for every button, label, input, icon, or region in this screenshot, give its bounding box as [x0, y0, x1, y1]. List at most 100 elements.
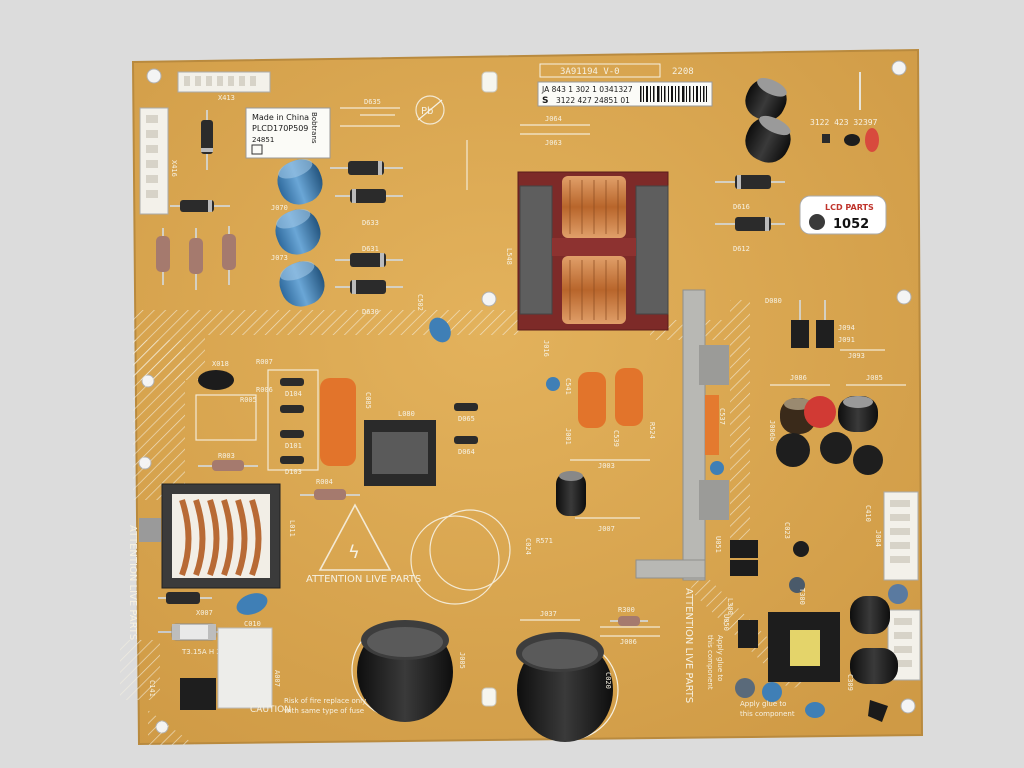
svg-text:D101: D101	[285, 442, 302, 450]
svg-text:L011: L011	[288, 520, 296, 537]
svg-text:R006: R006	[256, 386, 273, 394]
s-code-label: 3122 427 24851 01	[556, 96, 630, 105]
model-label: PLCD170P509	[252, 124, 308, 133]
transistor-t409	[789, 577, 805, 593]
optocouplers	[730, 540, 758, 576]
white-standoff-bottom	[481, 687, 497, 707]
svg-text:L548: L548	[505, 248, 513, 265]
svg-text:D630: D630	[362, 308, 379, 316]
svg-text:J006b: J006b	[768, 420, 776, 441]
svg-text:J073: J073	[271, 254, 288, 262]
resistors-center	[198, 460, 648, 626]
svg-text:U050: U050	[722, 614, 730, 631]
top-code-label: 3A91194 V-0	[560, 67, 620, 77]
svg-text:A007: A007	[273, 670, 281, 687]
top-code2-label: 2208	[672, 67, 694, 77]
orange-film-capacitors	[320, 368, 643, 466]
main-inductor-l548	[517, 171, 669, 331]
glue-note-3: Apply glue to	[740, 700, 786, 708]
glue-note-2: this component	[706, 635, 714, 690]
svg-text:C539: C539	[612, 430, 620, 447]
ja-code-label: JA 843 1 302 1 0341327	[541, 85, 633, 94]
svg-text:J093: J093	[848, 352, 865, 360]
svg-text:J007: J007	[598, 525, 615, 533]
svg-text:C141: C141	[148, 680, 156, 697]
made-in-label: Made in China	[252, 113, 309, 122]
number-label: 24851	[252, 136, 274, 144]
brand-label: Bobtrans	[310, 112, 318, 144]
connector-right-upper	[883, 491, 919, 581]
small-diodes-center	[280, 378, 478, 464]
svg-text:C085: C085	[364, 392, 372, 409]
x-capacitor-box	[217, 627, 273, 709]
fuse-note-1: Risk of fire replace only	[284, 697, 366, 705]
glue-note-4: this component	[740, 710, 795, 718]
ceramic-capacitor-c502	[429, 317, 451, 343]
standby-transformer	[768, 612, 840, 682]
reference-designators: X413 X416 D635 D633 D631 D630 J070 J073 …	[148, 94, 883, 697]
svg-text:D631: D631	[362, 245, 379, 253]
svg-text:R524: R524	[648, 422, 656, 439]
glue-note-1: Apply glue to	[716, 635, 724, 681]
barcode-sticker: JA 843 1 302 1 0341327 S 3122 427 24851 …	[537, 81, 713, 107]
transformer-l080	[364, 420, 436, 486]
svg-text:U051: U051	[714, 536, 722, 553]
svg-text:X413: X413	[218, 94, 235, 102]
svg-text:R005: R005	[240, 396, 257, 404]
svg-text:J003: J003	[598, 462, 615, 470]
svg-text:Pb: Pb	[421, 106, 433, 117]
choke-l011	[139, 483, 281, 589]
svg-text:J085: J085	[866, 374, 883, 382]
svg-text:X018: X018	[212, 360, 229, 368]
svg-text:J006: J006	[620, 638, 637, 646]
svg-text:J064: J064	[545, 115, 562, 123]
attention-center-label: ATTENTION LIVE PARTS	[306, 574, 421, 585]
connector-mains	[180, 678, 216, 710]
svg-text:D065: D065	[458, 415, 475, 423]
svg-text:D080: D080	[765, 297, 782, 305]
blue-cap-small	[710, 461, 724, 475]
blue-capacitors	[275, 159, 325, 307]
svg-text:X007: X007	[196, 609, 213, 617]
top-right-capacitors	[745, 78, 791, 163]
svg-text:D616: D616	[733, 203, 750, 211]
transistor-u051	[793, 541, 809, 557]
svg-text:D104: D104	[285, 390, 302, 398]
connector-x413	[177, 71, 271, 93]
caution-label: CAUTION	[250, 705, 291, 715]
svg-text:J084: J084	[874, 530, 882, 547]
svg-text:D635: D635	[364, 98, 381, 106]
svg-text:L300: L300	[726, 598, 734, 615]
svg-text:X416: X416	[170, 160, 178, 177]
svg-text:J001: J001	[564, 428, 572, 445]
capacitor-cluster-right	[776, 396, 883, 475]
svg-text:J094: J094	[838, 324, 855, 332]
lcd-number-label: 1052	[833, 217, 869, 232]
svg-text:J037: J037	[540, 610, 557, 618]
silkscreen-outlines	[195, 95, 906, 637]
blue-cap-c541	[546, 377, 560, 391]
part-code-label: 3122 423 32397	[810, 118, 878, 127]
caps-bottom-right	[735, 584, 908, 722]
svg-text:C410: C410	[864, 505, 872, 522]
svg-text:J016: J016	[542, 340, 550, 357]
transistors-right	[791, 300, 834, 348]
svg-text:R300: R300	[618, 606, 635, 614]
svg-text:R571: R571	[536, 537, 553, 545]
bulk-capacitor-right	[516, 632, 619, 742]
bulk-capacitor-left	[351, 620, 453, 722]
svg-text:C309: C309	[846, 674, 854, 691]
manufacturer-sticker: Made in China PLCD170P509 24851 Bobtrans	[245, 107, 331, 159]
svg-text:C023: C023	[783, 522, 791, 539]
svg-text:C537: C537	[718, 408, 726, 425]
svg-text:D103: D103	[285, 468, 302, 476]
fuse-note-2: with same type of fuse	[284, 707, 364, 715]
svg-text:C024: C024	[524, 538, 532, 555]
lead-free-icon: Pb	[417, 99, 443, 121]
lcd-parts-sticker: LCD PARTS 1052	[799, 195, 887, 235]
svg-text:J086: J086	[790, 374, 807, 382]
diode-x007	[158, 592, 212, 604]
diodes-top-right	[715, 175, 785, 231]
svg-text:R004: R004	[316, 478, 333, 486]
barcode-bars	[640, 86, 707, 102]
